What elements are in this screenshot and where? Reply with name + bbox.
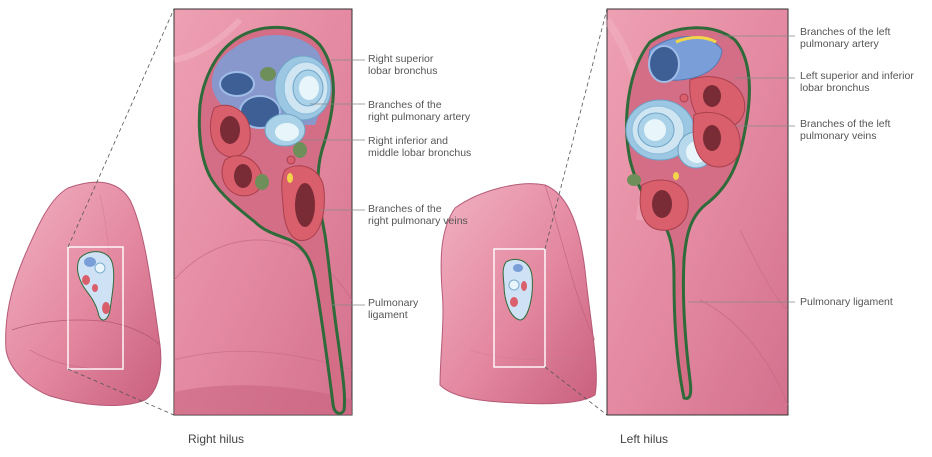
label-right-inferior-middle-bronchus: Right inferior and middle lobar bronchus	[368, 135, 471, 159]
left-nerve	[673, 172, 679, 180]
left-hilus-panel	[607, 9, 788, 415]
label-left-lobar-bronchus: Left superior and inferior lobar bronchu…	[800, 70, 914, 94]
label-left-pulmonary-ligament: Pulmonary ligament	[800, 296, 893, 308]
label-right-superior-lobar-bronchus: Right superior lobar bronchus	[368, 53, 437, 77]
caption-left-hilus: Left hilus	[620, 432, 668, 446]
right-hilus-panel	[174, 9, 352, 415]
right-superior-lobar-bronchus	[275, 56, 331, 120]
label-right-pulmonary-artery: Branches of the right pulmonary artery	[368, 99, 470, 123]
left-zoom-line-top	[545, 9, 607, 249]
right-lymph-node	[255, 174, 269, 190]
label-left-pulmonary-veins: Branches of the left pulmonary veins	[800, 118, 890, 142]
left-lymph-node	[627, 174, 641, 186]
right-lung-overview	[6, 182, 161, 405]
label-right-pulmonary-veins: Branches of the right pulmonary veins	[368, 203, 468, 227]
right-lymph-node	[293, 142, 307, 158]
caption-right-hilus: Right hilus	[188, 432, 244, 446]
right-inferior-middle-bronchus	[265, 114, 305, 146]
right-lymph-node	[260, 67, 276, 81]
label-left-pulmonary-artery: Branches of the left pulmonary artery	[800, 26, 890, 50]
label-right-pulmonary-ligament: Pulmonary ligament	[368, 297, 418, 321]
right-nerve	[287, 173, 293, 183]
